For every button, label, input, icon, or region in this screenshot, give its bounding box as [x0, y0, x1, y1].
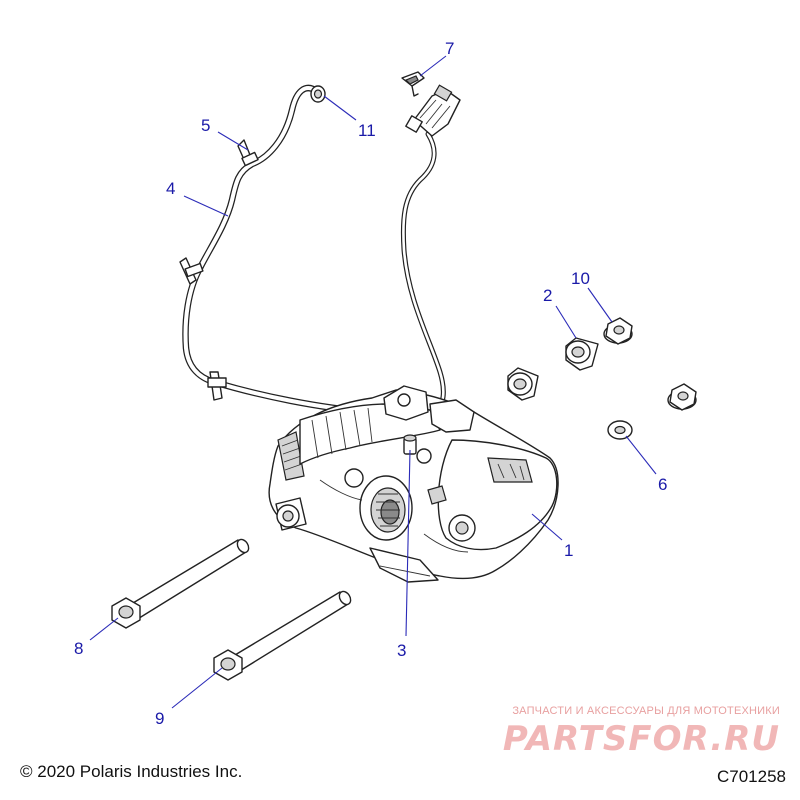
watermark-tagline: ЗАПЧАСТИ И АКСЕССУАРЫ ДЛЯ МОТОТЕХНИКИ	[512, 705, 780, 717]
leader-lines	[89, 55, 657, 709]
hose-clip-lower	[207, 371, 227, 401]
callout-4: 4	[166, 179, 175, 198]
leader-7	[419, 55, 447, 77]
washer	[607, 420, 633, 440]
vent-hose	[182, 84, 442, 432]
callout-5: 5	[201, 116, 210, 135]
hose-clip-middle	[179, 257, 204, 285]
leader-9	[171, 667, 223, 709]
callout-7: 7	[445, 39, 454, 58]
gearcase	[268, 385, 559, 583]
leader-6	[625, 435, 657, 475]
watermark-logo: PARTSFOR.RU	[502, 719, 780, 759]
callout-numbers: 1 2 3 4 5 6 7 8 9 10 11	[74, 39, 667, 728]
leader-5	[217, 131, 249, 151]
hose-end-fitting	[310, 85, 326, 103]
copyright-notice: © 2020 Polaris Industries Inc.	[20, 762, 243, 781]
bolt-lower	[213, 590, 352, 681]
leader-11	[323, 95, 357, 121]
callout-10: 10	[571, 269, 590, 288]
flange-nut-2	[667, 383, 697, 411]
callout-3: 3	[397, 641, 406, 660]
leader-8	[89, 617, 119, 641]
callout-11: 11	[358, 121, 376, 140]
leader-1	[531, 513, 563, 541]
wire-connector	[405, 84, 461, 137]
callout-6: 6	[658, 475, 667, 494]
leader-2	[555, 305, 577, 339]
spacer-2	[507, 367, 539, 401]
sensor-wire	[400, 131, 446, 418]
callout-9: 9	[155, 709, 164, 728]
callout-2: 2	[543, 286, 552, 305]
spacer	[565, 337, 599, 371]
retainer-clip	[401, 71, 425, 97]
callout-8: 8	[74, 639, 83, 658]
hose-clip-upper	[237, 139, 259, 167]
leader-4	[183, 195, 229, 217]
watermark: ЗАПЧАСТИ И АКСЕССУАРЫ ДЛЯ МОТОТЕХНИКИ PA…	[480, 705, 780, 759]
leader-10	[587, 287, 613, 323]
leader-3	[405, 449, 411, 637]
flange-nut	[603, 317, 633, 345]
diagram-id: C701258	[716, 767, 786, 786]
bolt-upper	[111, 538, 250, 629]
callout-1: 1	[564, 541, 573, 560]
